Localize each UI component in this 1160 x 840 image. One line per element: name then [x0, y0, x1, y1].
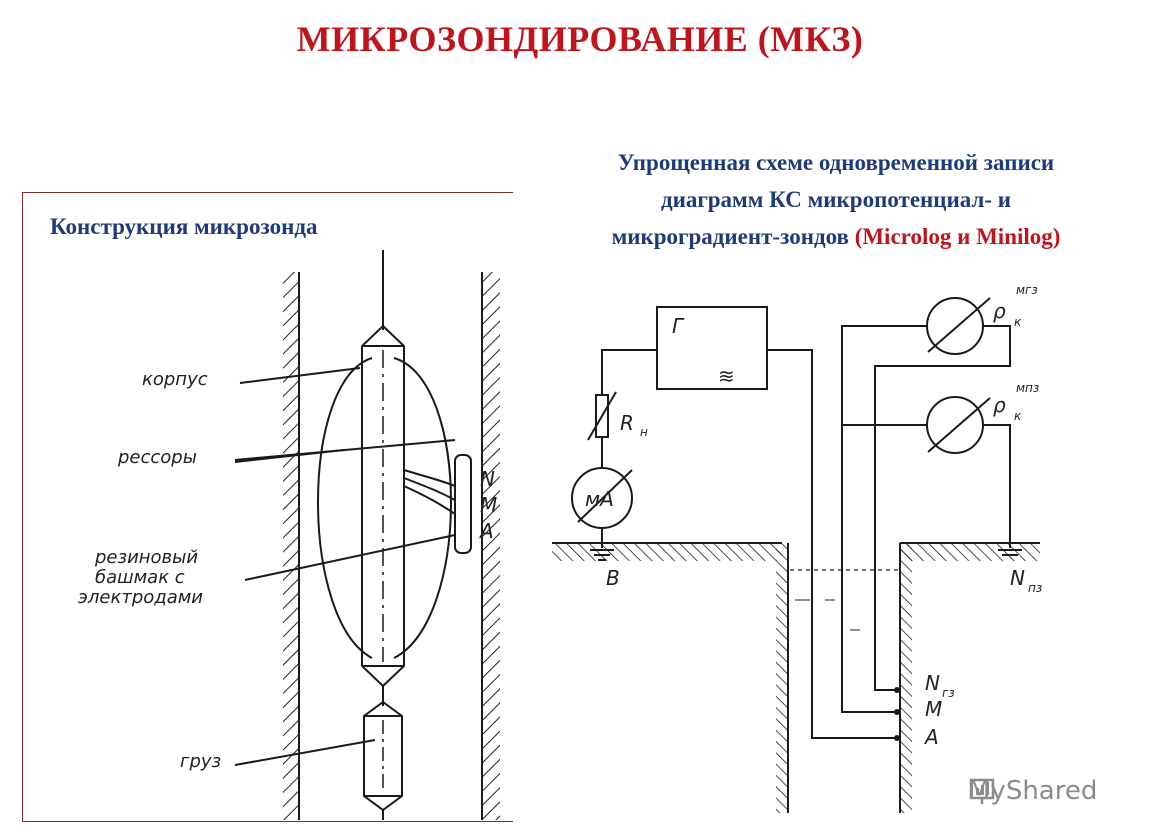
pad-electrode-a: A	[478, 519, 494, 543]
right-caption-line-3-highlight: (Microlog и Minilog)	[854, 224, 1061, 249]
spring-right	[393, 357, 452, 659]
ground-surface-right	[900, 543, 1040, 561]
electrode-ngz-label: N	[925, 671, 940, 695]
watermark: MyShared	[968, 776, 1097, 806]
borehole-wall-right	[482, 272, 500, 820]
generator-label: Г	[672, 314, 685, 338]
wire-generator-a	[767, 349, 895, 739]
pad-electrode-m: M	[480, 493, 497, 517]
circuit-diagram: Г ≋ R н мА B ρ к мгз ρ к мп	[552, 283, 1042, 813]
rho-mpz-sub: к	[1014, 409, 1022, 423]
well-wall-right	[900, 543, 912, 813]
ground-b-label: B	[606, 566, 620, 590]
resistor-label: R	[620, 411, 634, 435]
npz-sub-label: пз	[1028, 581, 1042, 595]
left-diagram-caption: Конструкция микрозонда	[50, 214, 318, 239]
npz-label: N	[1010, 566, 1025, 590]
resistor-sub-label: н	[640, 425, 648, 439]
right-diagram-caption: Упрощенная схеме одновременной записи ди…	[520, 144, 1152, 255]
generator-ac-symbol: ≋	[718, 364, 735, 388]
label-shoe-line-3: электродами	[78, 587, 203, 608]
wire-meter1-ngz	[874, 325, 1011, 691]
well-wall-left	[776, 543, 788, 813]
wire-meter2-npz	[983, 424, 1011, 548]
rho-mgz-sub: к	[1014, 315, 1022, 329]
right-caption-line-1: Упрощенная схеме одновременной записи	[617, 150, 1055, 175]
diagram-frame	[22, 192, 513, 822]
label-body: корпус	[142, 369, 208, 390]
label-weight: груз	[180, 751, 221, 772]
right-caption-line-3: микроградиент-зондов (Microlog и Minilog…	[520, 218, 1152, 255]
spring-left	[317, 357, 373, 659]
right-caption-line-2: диаграмм КС микропотенциал- и	[660, 187, 1012, 212]
rho-mpz-sup: мпз	[1016, 381, 1039, 395]
pad-electrode-n: N	[480, 467, 495, 491]
electrode-ngz-sub-label: гз	[942, 686, 955, 700]
myshared-logo-icon	[969, 778, 995, 804]
rho-mgz-symbol: ρ	[993, 299, 1006, 323]
wire-meter1-m	[841, 325, 927, 713]
page-title: МИКРОЗОНДИРОВАНИЕ (МКЗ)	[296, 19, 864, 59]
generator-box	[656, 306, 768, 390]
probe-construction-diagram: N M A корпус рессоры резиновый башмак с …	[78, 250, 500, 820]
right-caption-line-3-main: микроградиент-зондов	[611, 224, 855, 249]
milliammeter-label: мА	[585, 487, 614, 511]
electrode-m-label: М	[925, 697, 942, 721]
rho-mpz-symbol: ρ	[993, 393, 1006, 417]
label-shoe-line-2: башмак с	[95, 567, 185, 588]
ground-surface-left	[552, 543, 782, 561]
rho-mgz-sup: мгз	[1016, 283, 1038, 297]
electrode-a-label: А	[923, 725, 939, 749]
borehole-wall-left	[283, 272, 299, 820]
label-shoe-line-1: резиновый	[94, 547, 198, 568]
wire-generator-resistor	[601, 349, 657, 395]
label-springs: рессоры	[117, 447, 197, 468]
rubber-pad	[454, 454, 472, 554]
